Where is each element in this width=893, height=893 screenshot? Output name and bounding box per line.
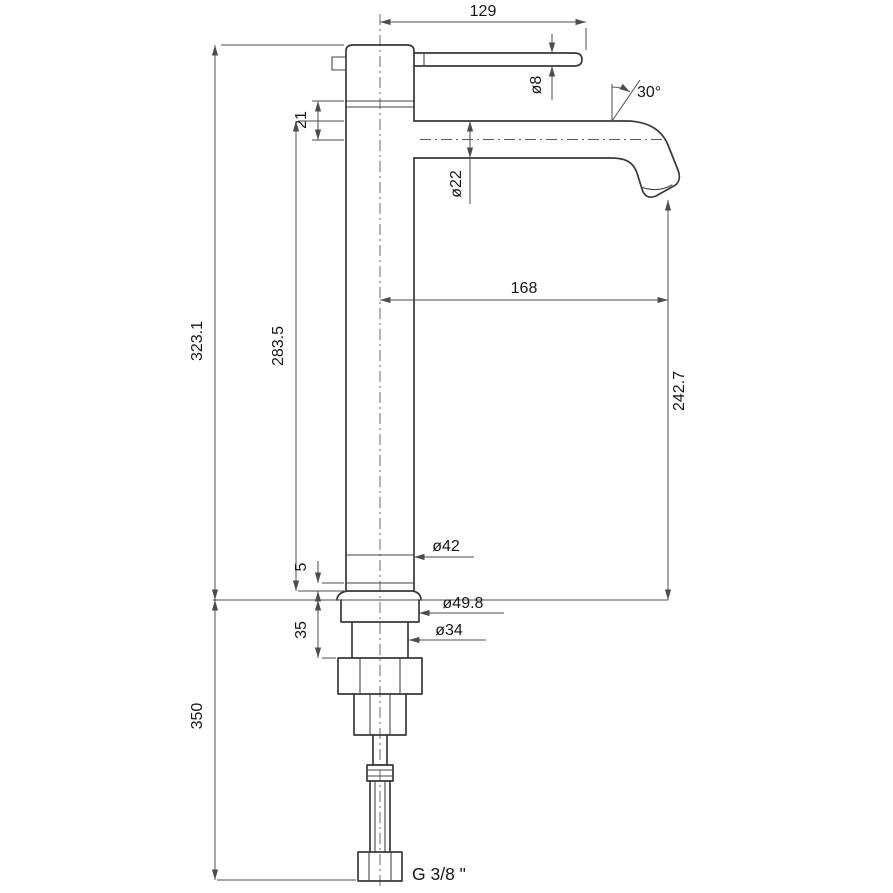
dim-angle-arc <box>611 83 631 93</box>
dim-shank-length-label: 35 <box>293 621 310 639</box>
dim-total-height-label: 323.1 <box>189 321 206 361</box>
dim-shank-dia-label: ø34 <box>435 622 463 639</box>
dim-spout-diameter: ø22 <box>448 121 474 204</box>
tailpiece-inner-lines <box>369 693 391 736</box>
dim-hose-length-label: 350 <box>189 703 206 730</box>
dim-collar-height-label: 5 <box>293 562 310 571</box>
thread-callout: G 3/8 " <box>412 864 466 884</box>
dim-body-diameter: ø42 <box>414 538 474 561</box>
dim-handle-length-label: 129 <box>470 3 497 20</box>
dim-body-height: 283.5 <box>270 120 344 592</box>
supply-hose-inner-lines <box>374 780 386 853</box>
dim-body-height-label: 283.5 <box>270 326 287 366</box>
spout <box>413 120 681 199</box>
dim-outlet-height: 242.7 <box>664 200 688 600</box>
mounting-nut-facets <box>359 657 401 695</box>
dim-base-diameter: ø49.8 <box>419 595 504 617</box>
mounting-nut <box>337 657 423 695</box>
cartridge-cap <box>345 44 415 102</box>
dim-spout-dia-label: ø22 <box>448 170 465 198</box>
bottom-nut-facets <box>368 851 392 882</box>
dim-handle-diameter: ø8 <box>528 34 556 100</box>
thread-label: G 3/8 " <box>412 864 466 884</box>
dim-angle-ref-slanted <box>611 79 641 122</box>
bottom-nut <box>357 851 403 882</box>
lever-handle <box>413 52 583 67</box>
dim-spout-angle-label: 30° <box>637 84 661 101</box>
dim-handle-length: 129 <box>380 3 587 50</box>
tailpiece <box>353 693 407 736</box>
dim-shank-diameter: ø34 <box>409 622 486 644</box>
connecting-tube <box>372 734 388 766</box>
base-flange <box>336 590 422 601</box>
dim-hose-length: 350 <box>189 600 356 881</box>
dim-spout-reach-label: 168 <box>511 280 538 297</box>
outlet-lip <box>640 184 673 190</box>
centerlines <box>379 14 662 886</box>
dim-total-height: 323.1 <box>189 44 344 600</box>
dim-shank-length: 35 <box>293 600 336 659</box>
dim-spout-reach: 168 <box>380 280 668 304</box>
dim-spout-angle: 30° <box>611 79 661 122</box>
dimensions: 129 ø8 30° 21 ø22 168 <box>189 3 688 884</box>
hose-connector-lines <box>366 769 394 777</box>
dim-outlet-height-label: 242.7 <box>671 371 688 411</box>
dim-handle-dia-label: ø8 <box>528 76 545 95</box>
faucet-outline <box>213 44 681 882</box>
shank <box>351 621 409 659</box>
set-screw <box>331 56 347 71</box>
supply-hose <box>369 780 391 853</box>
dim-base-dia-label: ø49.8 <box>443 595 484 612</box>
dim-body-dia-label: ø42 <box>432 538 460 555</box>
